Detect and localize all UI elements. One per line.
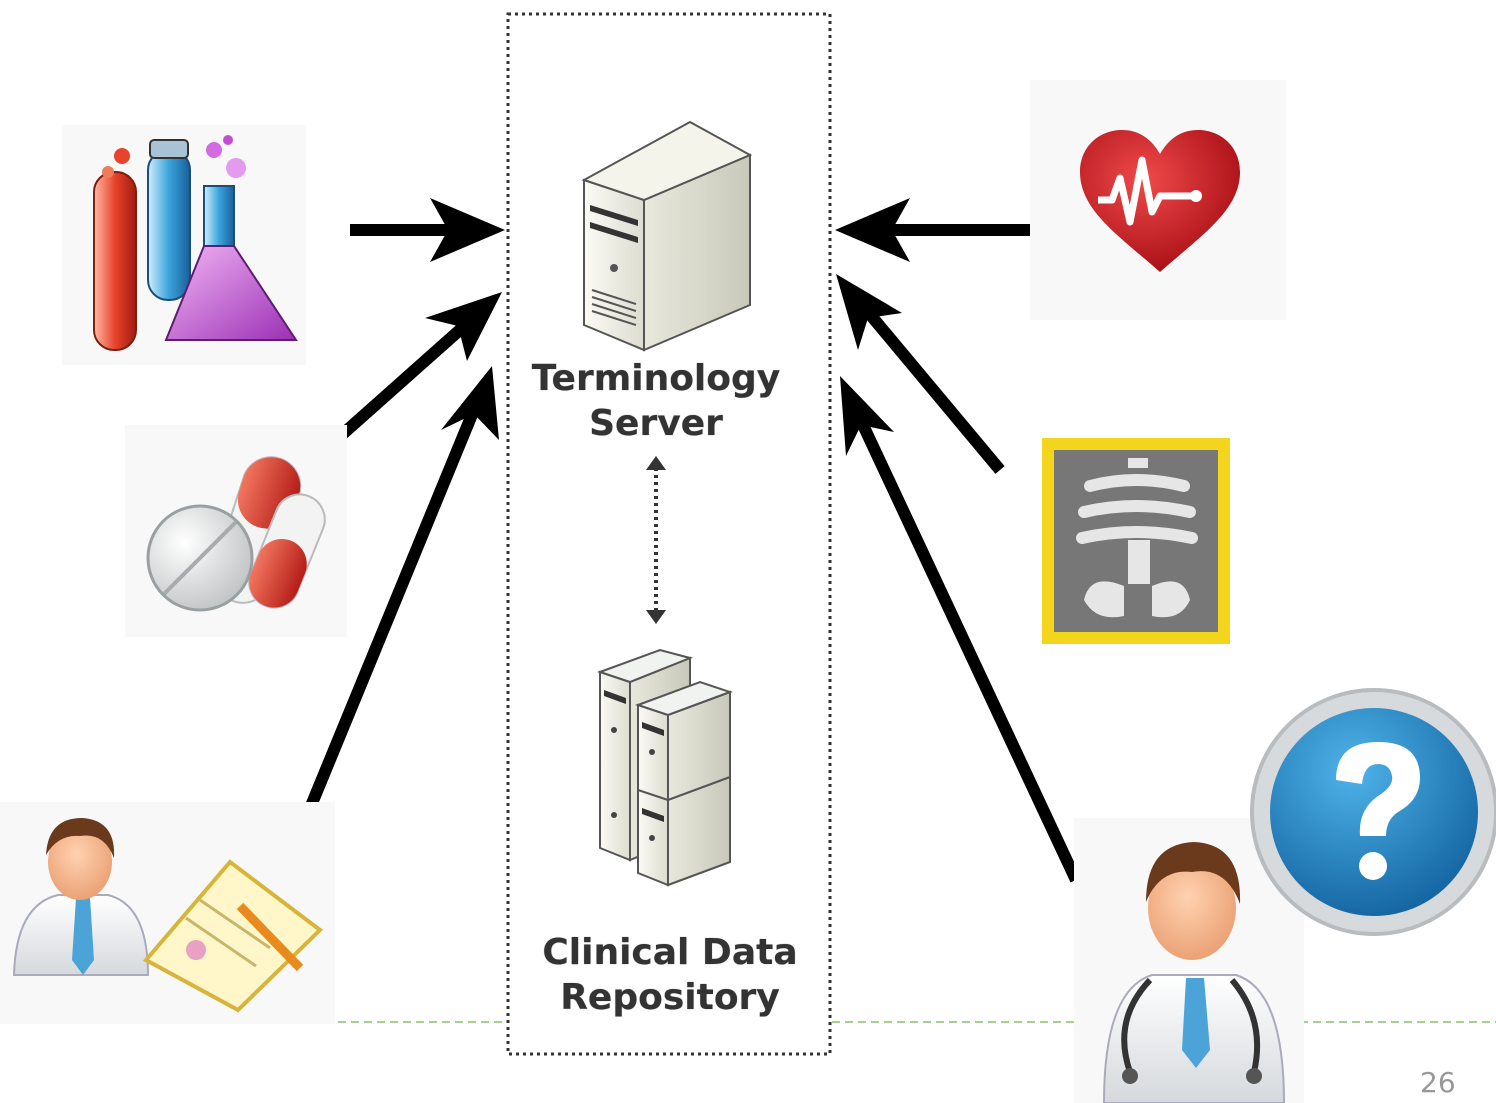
terminology-server-label: Terminology Server — [520, 356, 792, 446]
clinical-data-repository-line1: Clinical Data — [542, 932, 798, 973]
arrow-doctor-stethoscope — [850, 407, 1082, 883]
arrowhead-lab — [430, 198, 505, 262]
doctor-clipboard-icon — [0, 802, 335, 1024]
arrowhead-pills — [425, 292, 502, 361]
lab-tubes-icon — [62, 125, 306, 365]
pills-icon — [125, 425, 347, 637]
arrowhead-xray — [836, 274, 902, 350]
heart-ecg-icon — [1030, 80, 1286, 320]
server-repository-link — [646, 456, 666, 624]
terminology-server-line2: Server — [589, 403, 723, 444]
terminology-server-line1: Terminology — [531, 358, 781, 399]
clinical-data-repository-label: Clinical Data Repository — [520, 930, 820, 1020]
arrow-pills — [332, 307, 484, 445]
arrow-xray — [853, 296, 1005, 474]
doctor-stethoscope-icon — [1074, 818, 1304, 1103]
page-number: 26 — [1420, 1066, 1456, 1099]
arrowhead-doctor-clipboard — [441, 366, 499, 440]
clinical-data-repository-line2: Repository — [560, 977, 780, 1018]
server-tower-icon — [581, 120, 753, 352]
arrowhead-doctor-stethoscope — [840, 376, 894, 456]
xray-icon — [1042, 438, 1230, 644]
question-icon — [1250, 688, 1496, 936]
arrowhead-heart — [835, 198, 910, 262]
arrow-doctor-clipboard — [300, 397, 484, 821]
server-cluster-icon — [596, 648, 734, 887]
